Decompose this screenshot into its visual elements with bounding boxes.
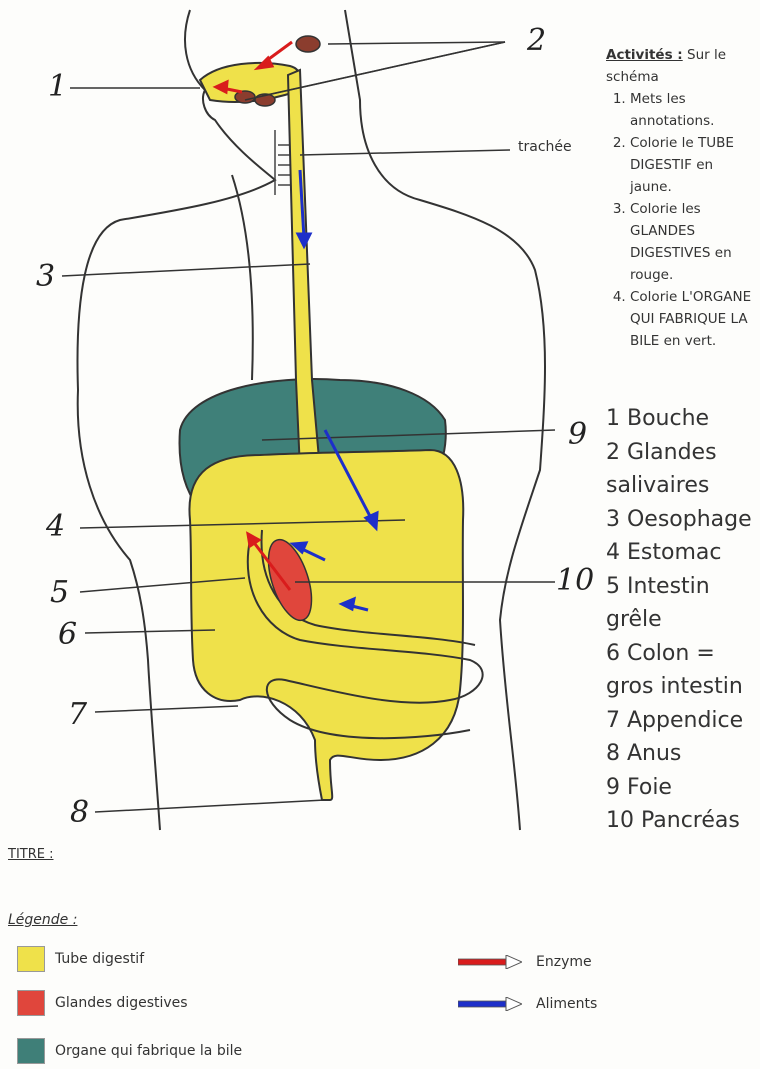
legend-arrow-label: Aliments [536, 996, 598, 1012]
activities-intro: Sur le schéma [606, 47, 727, 85]
legend-item-bile-organ: Organe qui fabrique la bile [17, 1038, 242, 1064]
label-number-4: 4 [46, 509, 66, 544]
label-number-2: 2 [527, 23, 547, 58]
label-number-7: 7 [68, 697, 88, 732]
activities-panel: Activités : Sur le schéma Mets les annot… [606, 44, 758, 352]
red-arrow-icon [458, 955, 522, 969]
title-field-label: TITRE : [8, 847, 54, 862]
answer-item: 10 Pancréas [606, 808, 740, 833]
activities-list: Mets les annotations. Colorie le TUBE DI… [606, 88, 758, 352]
answer-item: 9 Foie [606, 774, 672, 800]
swatch-teal [17, 1038, 45, 1064]
activity-item: Colorie le TUBE DIGESTIF en jaune. [630, 132, 758, 198]
trachea-label: trachée [518, 139, 572, 155]
answer-item: 1 Bouche [606, 406, 710, 431]
legend-label: Organe qui fabrique la bile [55, 1043, 243, 1059]
label-number-9: 9 [568, 417, 588, 452]
large-intestine-shape [188, 448, 465, 801]
label-number-10: 10 [556, 563, 595, 598]
label-number-3: 3 [36, 259, 56, 294]
activities-heading: Activités : [606, 47, 683, 63]
legend-item-digestive-glands: Glandes digestives [17, 990, 188, 1016]
activity-item: Colorie les GLANDES DIGESTIVES en rouge. [630, 198, 758, 286]
answer-item: 5 Intestin grêle [606, 573, 710, 633]
answer-item: 3 Oesophage [606, 506, 752, 532]
legend-arrow-label: Enzyme [536, 954, 592, 970]
answer-item: 8 Anus [606, 741, 682, 766]
pancreas-shape [267, 538, 313, 622]
label-number-6: 6 [58, 617, 78, 652]
leader-lines [61, 41, 556, 813]
legend-arrow-food: Aliments [458, 996, 597, 1012]
legend-heading: Légende : [8, 912, 78, 928]
label-number-5: 5 [50, 575, 70, 610]
label-number-1: 1 [48, 69, 68, 104]
legend-item-digestive-tube: Tube digestif [17, 946, 144, 972]
legend-label: Glandes digestives [55, 995, 188, 1011]
swatch-red [17, 990, 45, 1016]
answer-item: 2 Glandes salivaires [606, 439, 717, 499]
answer-item: 7 Appendice [606, 707, 744, 733]
blue-arrow-icon [458, 997, 522, 1011]
body-outline [76, 9, 546, 831]
legend-arrow-enzyme: Enzyme [458, 954, 592, 970]
small-intestine-shape [246, 529, 484, 740]
enzyme-arrows [212, 40, 293, 591]
answer-item: 6 Colon = gros intestin [606, 640, 743, 700]
activity-item: Mets les annotations. [630, 88, 758, 132]
swatch-yellow [17, 946, 45, 972]
salivary-gland-shape [295, 35, 321, 53]
food-arrows [289, 169, 379, 612]
salivary-gland-shape [234, 90, 256, 104]
answer-item: 4 Estomac [606, 540, 722, 565]
legend-label: Tube digestif [55, 951, 145, 967]
answers-list: 1 Bouche 2 Glandes salivaires 3 Oesophag… [606, 402, 760, 838]
activity-item: Colorie L'ORGANE QUI FABRIQUE LA BILE en… [630, 286, 758, 352]
label-number-8: 8 [70, 795, 90, 830]
